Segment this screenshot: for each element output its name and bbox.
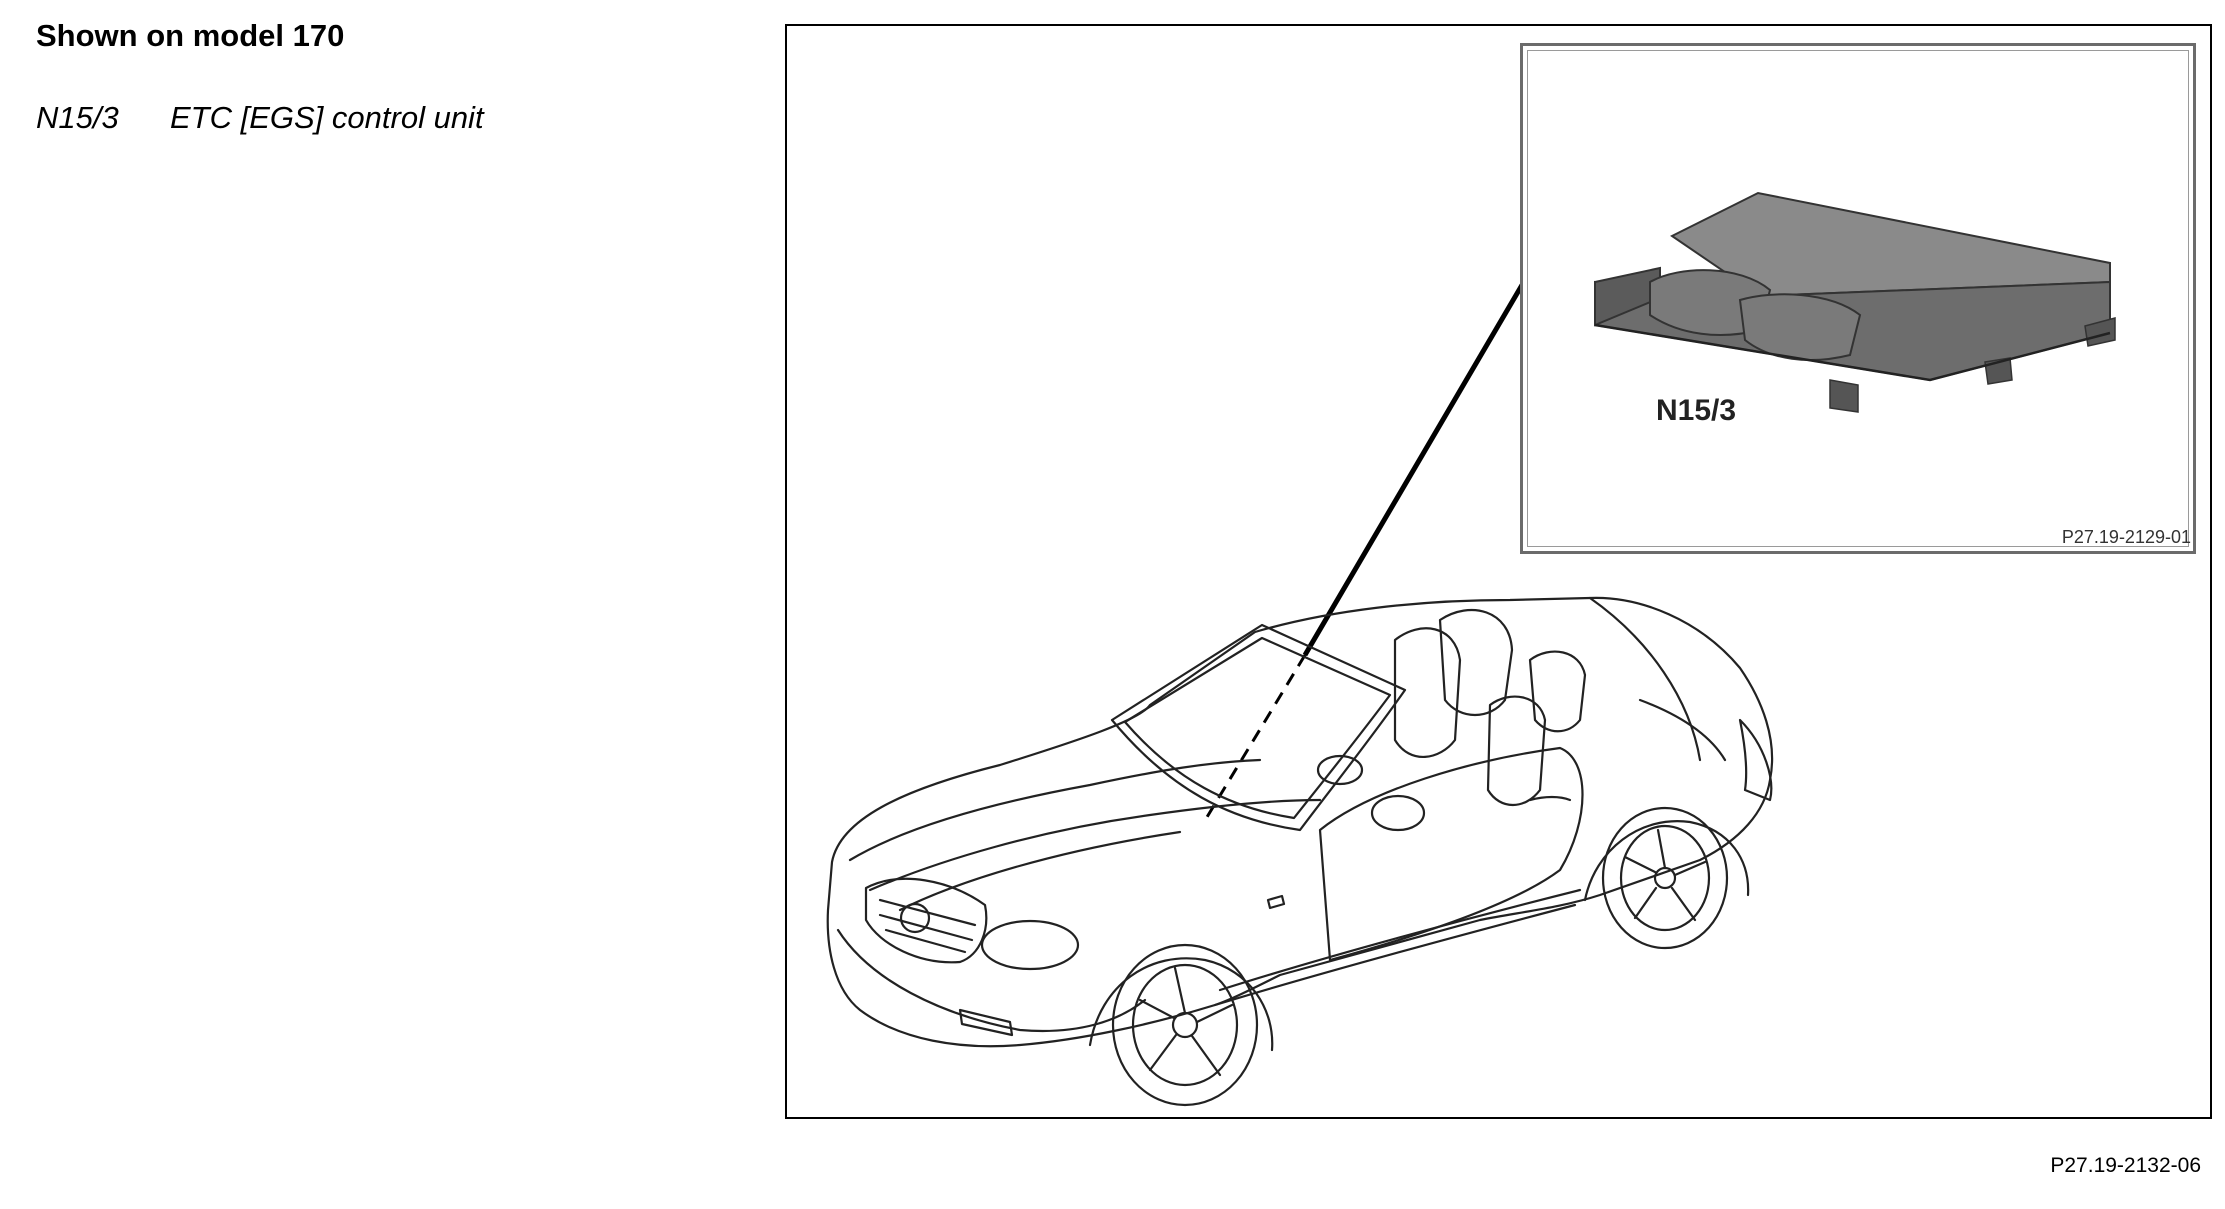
callout-label: N15/3 [1656,394,1737,427]
leader-line [1302,283,1525,657]
leader-line-hidden [1202,654,1307,823]
control-unit [1594,191,2116,413]
figure-reference: P27.19-2132-06 [2050,1154,2201,1177]
car-body [826,596,1774,1107]
figure-frame [785,24,2212,1119]
inset-reference: P27.19-2129-01 [2061,527,2191,547]
legend-description: ETC [EGS] control unit [170,100,484,135]
page-heading: Shown on model 170 [36,18,345,53]
inset-inner-border [1527,50,2189,547]
legend-row: N15/3 ETC [EGS] control unit [36,100,484,136]
legend-code: N15/3 [36,100,119,135]
